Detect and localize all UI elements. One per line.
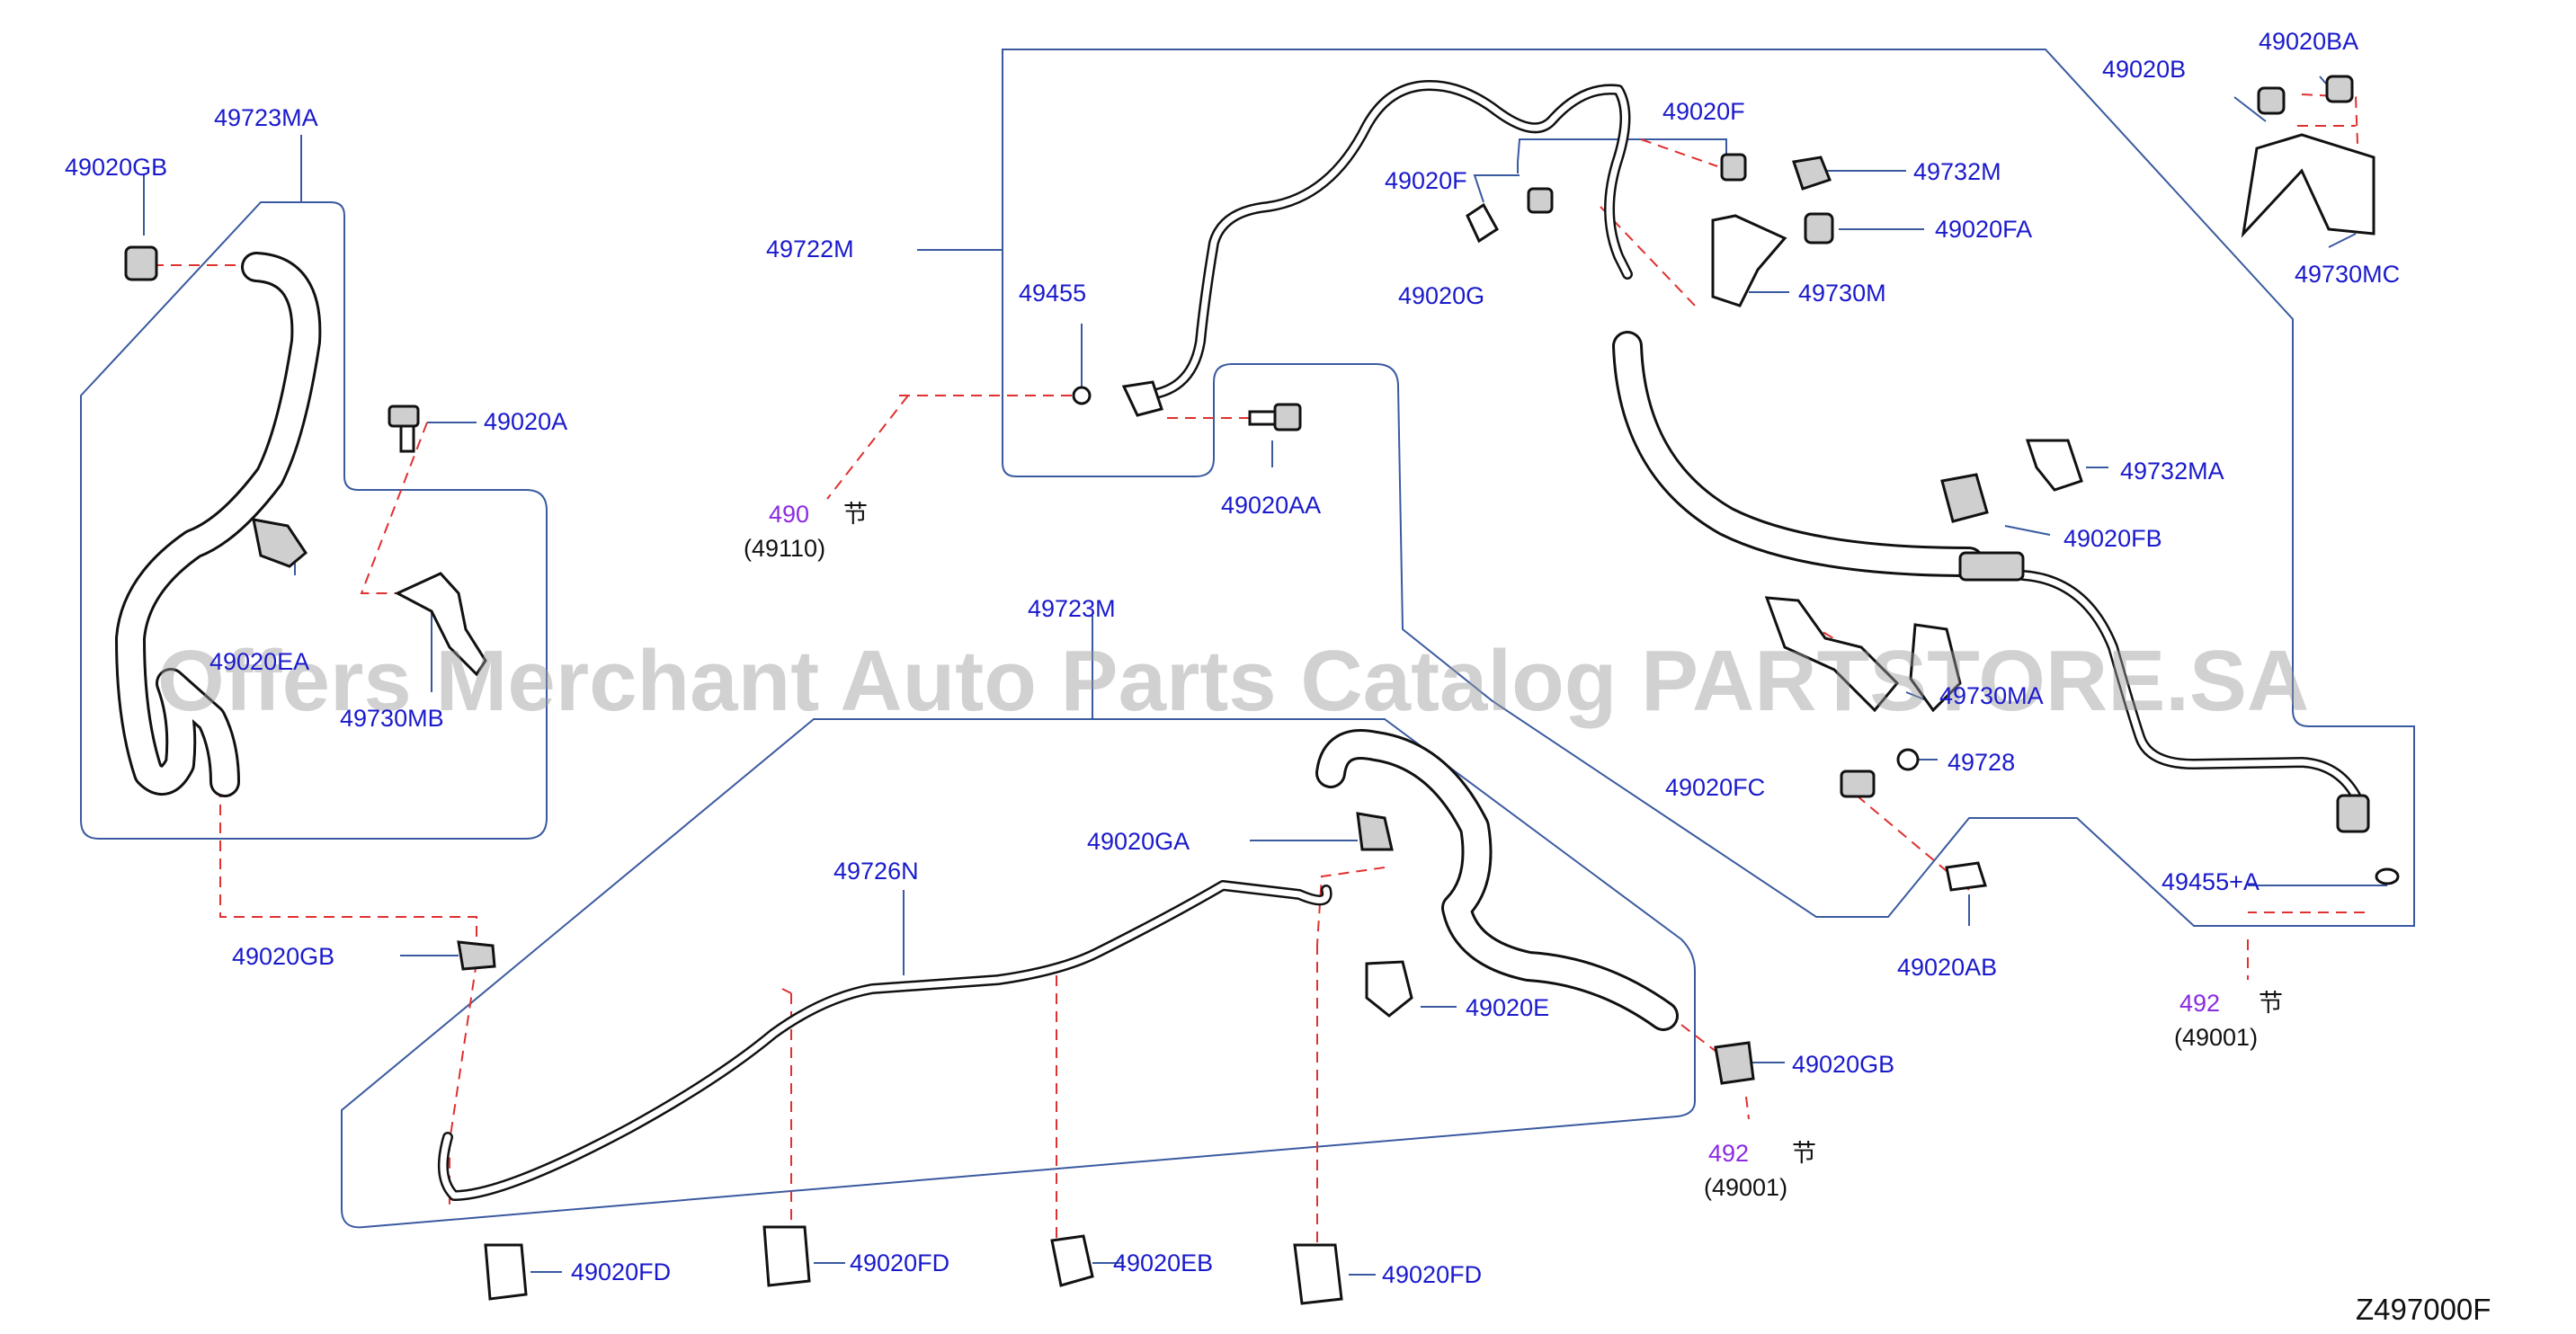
watermark: Offers Merchant Auto Parts Catalog PARTS… [157,633,2309,729]
part-label[interactable]: 49020EA [209,648,309,675]
part-label[interactable]: 49020GB [65,154,167,181]
part-label[interactable]: 49730MC [2295,261,2400,288]
part-label[interactable]: 49723MA [214,104,318,131]
part-label[interactable]: 49722M [766,236,854,262]
part-glyphs [124,75,2400,1305]
group-ref-glyph: 节 [843,501,868,528]
group-ref-number: 492 [2179,990,2220,1017]
diagram-code: Z497000F [2356,1293,2491,1326]
part-label[interactable]: 49020BA [2259,28,2358,55]
part-labels: 49723MA 49020GB 49020A 49020EA 49730MB 4… [65,28,2400,1288]
part-label[interactable]: 49020GB [232,943,334,970]
group-ref-code: (49001) [1704,1174,1787,1201]
part-label[interactable]: 49726N [833,858,919,885]
frame-49723ma [80,201,548,840]
hose-49723ma [115,252,322,797]
tube-49722m [1132,80,2361,801]
part-label[interactable]: 49020FD [571,1258,671,1285]
group-ref-glyph: 节 [1792,1140,1816,1167]
part-label[interactable]: 49730MA [1939,682,2044,709]
part-label[interactable]: 49020EB [1113,1250,1213,1276]
part-label[interactable]: 49020FC [1665,774,1765,801]
part-label[interactable]: 49732M [1913,158,2001,185]
group-ref-number: 490 [769,501,809,528]
group-ref-490[interactable]: 490 节 (49110) [744,501,868,562]
hose-49723m [1315,729,1679,1031]
part-label[interactable]: 49020FB [2063,525,2162,552]
group-ref-number: 492 [1708,1140,1749,1167]
part-label[interactable]: 49020AA [1221,492,1321,519]
tube-49726n [437,880,1333,1201]
group-ref-code: (49001) [2174,1024,2258,1051]
frame-49722m [1002,49,2415,927]
part-label[interactable]: 49020GA [1087,828,1190,855]
part-label[interactable]: 49020F [1385,167,1467,194]
part-label[interactable]: 49020FD [850,1250,949,1276]
part-label[interactable]: 49732MA [2120,458,2224,485]
part-label[interactable]: 49020E [1466,994,1549,1021]
part-label[interactable]: 49020FD [1382,1261,1482,1288]
part-label[interactable]: 49723M [1028,595,1116,622]
frame-49723m [341,718,1696,1229]
group-ref-glyph: 节 [2259,990,2283,1017]
part-label[interactable]: 49730M [1798,280,1886,307]
part-label[interactable]: 49455 [1019,280,1086,307]
part-label[interactable]: 49020AB [1897,954,1997,981]
group-ref-492-right[interactable]: 492 节 (49001) [2174,990,2283,1051]
part-label[interactable]: 49455+A [2162,868,2260,895]
group-ref-code: (49110) [744,535,825,562]
connection-dashes [153,93,2365,1258]
group-ref-492-bottom[interactable]: 492 节 (49001) [1704,1140,1816,1201]
part-label[interactable]: 49730MB [340,705,444,732]
leader-lines [143,76,2387,1276]
part-label[interactable]: 49020FA [1935,216,2032,243]
part-label[interactable]: 49728 [1948,749,2015,776]
part-label[interactable]: 49020A [484,408,567,435]
part-label[interactable]: 49020G [1398,282,1484,309]
part-label[interactable]: 49020F [1662,98,1745,125]
part-label[interactable]: 49020GB [1792,1051,1894,1078]
part-label[interactable]: 49020B [2102,56,2186,83]
